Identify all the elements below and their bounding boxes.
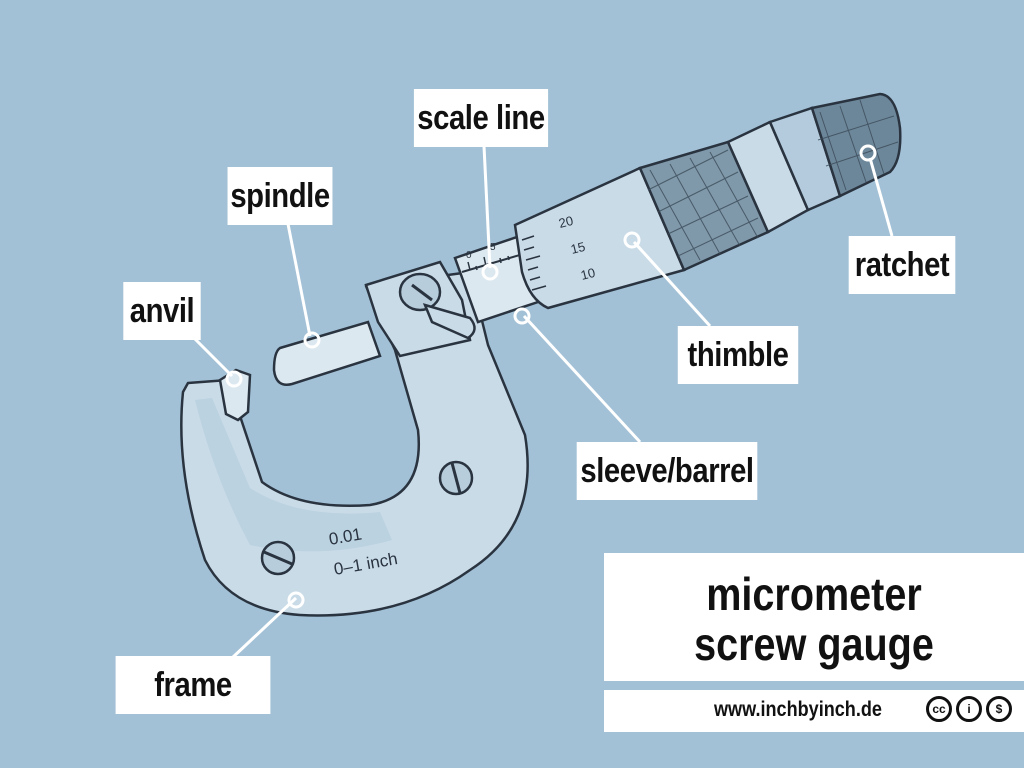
label-anvil: anvil <box>123 282 200 340</box>
leader-spindle <box>288 224 310 336</box>
label-ratchet: ratchet <box>849 236 956 294</box>
footer-box: www.inchbyinch.de cc i $ <box>604 690 1024 732</box>
label-sleeve-barrel: sleeve/barrel <box>577 442 758 500</box>
title-box: micrometer screw gauge <box>604 553 1024 681</box>
label-thimble: thimble <box>678 326 798 384</box>
sleeve-number: 5 <box>490 242 496 253</box>
attribution-icon: i <box>956 696 982 722</box>
leader-sleeve <box>524 316 640 442</box>
label-scale-line: scale line <box>414 89 548 147</box>
spindle-shape <box>274 322 380 385</box>
marker-sleeve <box>515 309 529 323</box>
label-frame: frame <box>116 656 271 714</box>
site-url[interactable]: www.inchbyinch.de <box>714 698 882 722</box>
leader-anvil <box>192 336 232 376</box>
label-spindle: spindle <box>228 167 333 225</box>
title-line-2: screw gauge <box>633 619 994 669</box>
cc-icon: cc <box>926 696 952 722</box>
noncommercial-icon: $ <box>986 696 1012 722</box>
title-line-1: micrometer <box>633 569 994 619</box>
anvil-shape <box>220 370 250 420</box>
sleeve-number: 0 <box>466 250 472 261</box>
